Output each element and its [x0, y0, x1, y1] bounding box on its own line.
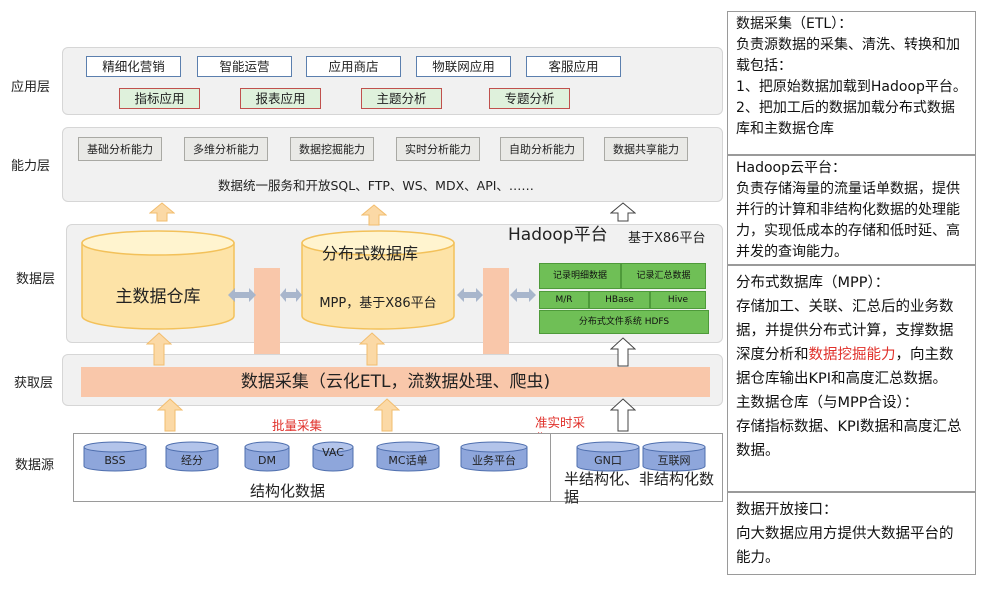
double-arrow-3-icon [457, 288, 483, 302]
panel-hadoop-title: Hadoop云平台： [736, 160, 847, 176]
app-box-4: 物联网应用 [416, 56, 511, 77]
connector-bar-right [483, 268, 509, 368]
hadoop-detail-records: 记录明细数据 [539, 263, 621, 289]
capability-box-6: 数据共享能力 [604, 137, 688, 161]
layer-label-source: 数据源 [15, 458, 55, 473]
up-arrow-icon [146, 332, 172, 366]
panel-open-body: 向大数据应用方提供大数据平台的能力。 [736, 526, 954, 566]
up-arrow-outline-icon [610, 398, 636, 432]
layer-label-capability: 能力层 [11, 159, 51, 174]
panel-mpp: 分布式数据库（MPP）： 存储加工、关联、汇总后的业务数据，并提供分布式计算，支… [727, 265, 976, 492]
source-db-jingfen: 经分 [181, 454, 203, 467]
structured-data-label: 结构化数据 [250, 482, 326, 500]
panel-open-interface: 数据开放接口： 向大数据应用方提供大数据平台的能力。 [727, 492, 976, 575]
batch-label: 批量采集 [272, 418, 323, 433]
capability-box-1: 基础分析能力 [78, 137, 162, 161]
panel-hadoop: Hadoop云平台： 负责存储海量的流量话单数据，提供并行的计算和非结构化数据的… [727, 155, 976, 265]
app-box-5: 客服应用 [526, 56, 621, 77]
mpp-title: 分布式数据库 [322, 244, 419, 263]
double-arrow-4-icon [510, 288, 536, 302]
panel-mpp-body-pre: 存储加工、关联、汇总后的业务数据，并提供分布式计算，支撑数据深度分析和 [736, 299, 954, 363]
up-arrow-icon [149, 202, 175, 222]
source-db-mc: MC话单 [388, 454, 428, 467]
panel-warehouse-title: 主数据仓库（与MPP合设）： [736, 395, 919, 411]
panel-mpp-body-highlight: 数据挖掘能力 [808, 347, 896, 363]
warehouse-cylinder [81, 230, 235, 330]
double-arrow-1-icon [228, 288, 256, 302]
panel-warehouse-body: 存储指标数据、KPI数据和高度汇总数据。 [736, 419, 962, 459]
panel-etl-line1: 负责源数据的采集、清洗、转换和加载包括： [736, 37, 960, 74]
hadoop-hbase: HBase [589, 291, 650, 309]
hadoop-hive: Hive [650, 291, 706, 309]
app-box-green-2: 报表应用 [240, 88, 321, 109]
hadoop-summary-records: 记录汇总数据 [621, 263, 706, 289]
source-db-dm: DM [258, 454, 276, 467]
double-arrow-2-icon [280, 288, 302, 302]
connector-bar-left [254, 268, 280, 368]
panel-mpp-body: 存储加工、关联、汇总后的业务数据，并提供分布式计算，支撑数据深度分析和数据挖掘能… [736, 295, 967, 391]
capability-box-3: 数据挖掘能力 [290, 137, 374, 161]
up-arrow-icon [359, 332, 385, 366]
source-db-bss: BSS [104, 454, 126, 467]
app-box-green-3: 主题分析 [361, 88, 442, 109]
panel-mpp-body-post: ，向主数据仓库输出KPI和高度汇总数据。 [736, 347, 954, 387]
acquisition-bar: 数据采集（云化ETL，流数据处理、爬虫) [81, 367, 710, 397]
source-db-internet: 互联网 [657, 454, 691, 467]
app-box-3: 应用商店 [306, 56, 401, 77]
up-arrow-outline-icon [610, 337, 636, 367]
app-box-1: 精细化营销 [86, 56, 181, 77]
app-box-green-1: 指标应用 [119, 88, 200, 109]
hadoop-subtitle: 基于X86平台 [628, 231, 706, 246]
panel-open-title: 数据开放接口： [736, 502, 838, 518]
up-arrow-icon [374, 398, 400, 432]
warehouse-label: 主数据仓库 [115, 287, 201, 307]
mpp-cylinder [301, 230, 455, 330]
app-box-2: 智能运营 [197, 56, 292, 77]
layer-label-application: 应用层 [11, 80, 51, 95]
layer-label-data: 数据层 [16, 272, 56, 287]
hadoop-hdfs: 分布式文件系统 HDFS [539, 310, 709, 334]
capability-box-4: 实时分析能力 [396, 137, 480, 161]
panel-mpp-title: 分布式数据库（MPP）： [736, 275, 890, 291]
source-db-vac: VAC [322, 446, 344, 459]
hadoop-mr: M/R [539, 291, 589, 309]
hadoop-title: Hadoop平台 [508, 225, 608, 245]
panel-hadoop-body: 负责存储海量的流量话单数据，提供并行的计算和非结构化数据的处理能力，实现低成本的… [736, 181, 960, 260]
layer-label-acquisition: 获取层 [14, 376, 54, 391]
mpp-subtitle: MPP，基于X86平台 [319, 296, 437, 311]
panel-etl-line2: 1、把原始数据加载到Hadoop平台。 [736, 79, 967, 95]
source-db-gn: GN口 [594, 454, 622, 467]
capability-box-5: 自助分析能力 [500, 137, 584, 161]
panel-etl-line3: 2、把加工后的数据加载分布式数据库和主数据仓库 [736, 100, 955, 137]
semi-structured-data-label: 半结构化、非结构化数据 [564, 470, 715, 506]
up-arrow-outline-icon [610, 202, 636, 222]
source-db-business-platform: 业务平台 [472, 454, 516, 467]
app-box-green-4: 专题分析 [489, 88, 570, 109]
panel-etl: 数据采集（ETL）： 负责源数据的采集、清洗、转换和加载包括： 1、把原始数据加… [727, 11, 976, 155]
capability-note: 数据统一服务和开放SQL、FTP、WS、MDX、API、…… [218, 178, 534, 193]
up-arrow-icon [157, 398, 183, 432]
up-arrow-icon [361, 204, 387, 226]
panel-etl-title: 数据采集（ETL）： [736, 16, 853, 32]
capability-box-2: 多维分析能力 [184, 137, 268, 161]
